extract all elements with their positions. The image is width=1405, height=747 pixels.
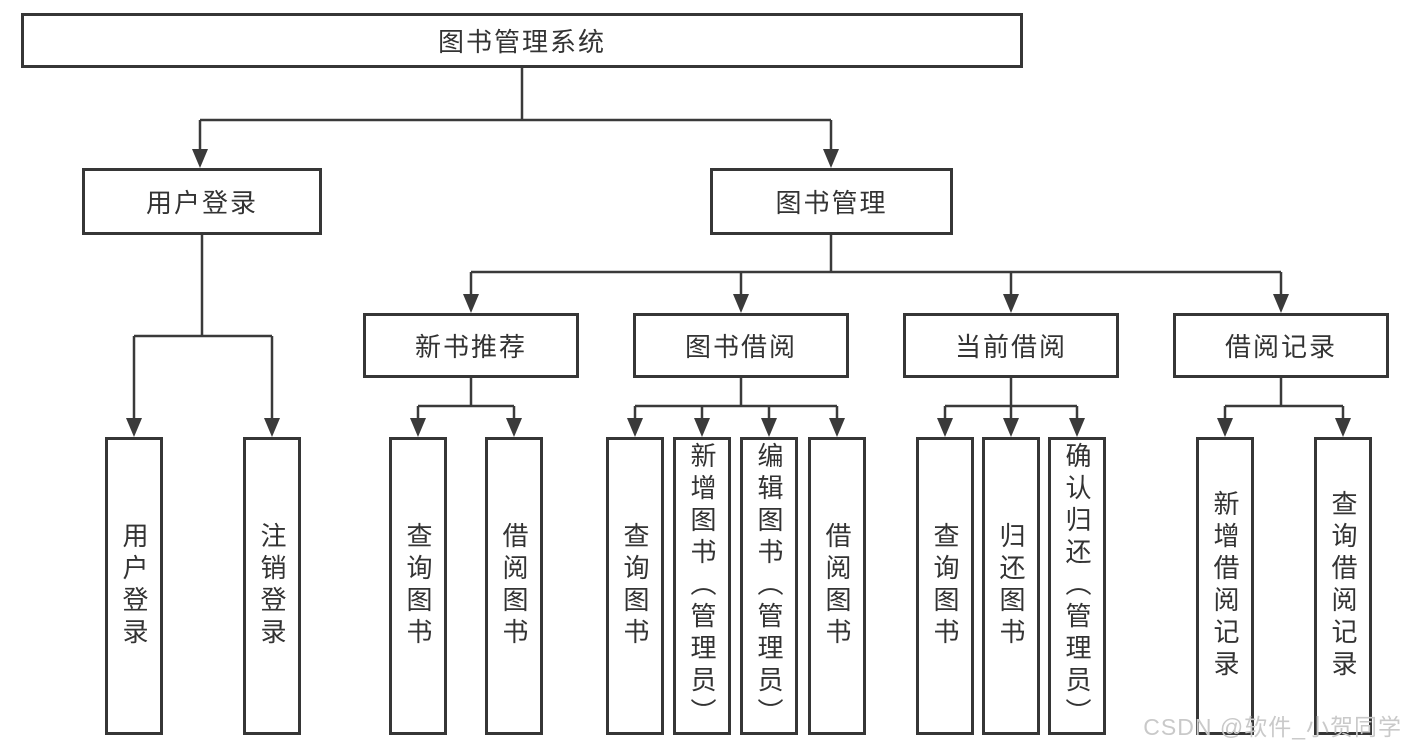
leaf-query-books-borrowing-label: 查询图书 (620, 522, 650, 650)
connector-new-book-recommendation-split (410, 378, 522, 437)
leaf-logout-label: 注销登录 (257, 522, 287, 650)
leaf-edit-books-admin: 编辑图书（管理员） (740, 437, 798, 735)
leaf-query-borrow-record-label: 查询借阅记录 (1328, 490, 1358, 682)
node-book-management-system: 图书管理系统 (21, 13, 1023, 68)
leaf-query-books-recommendation: 查询图书 (389, 437, 447, 735)
leaf-borrow-books-label: 借阅图书 (822, 522, 852, 650)
csdn-watermark: CSDN @软件_小贺同学 (1143, 714, 1402, 740)
node-current-borrowing: 当前借阅 (903, 313, 1119, 378)
leaf-add-borrow-record-label: 新增借阅记录 (1210, 490, 1240, 682)
leaf-borrow-books-recommendation-label: 借阅图书 (499, 522, 529, 650)
node-user-login: 用户登录 (82, 168, 322, 235)
connector-user-login-split (126, 235, 280, 437)
leaf-borrow-books: 借阅图书 (808, 437, 866, 735)
leaf-query-books-current-label: 查询图书 (930, 522, 960, 650)
leaf-user-login-label: 用户登录 (119, 522, 149, 650)
leaf-confirm-return-admin: 确认归还（管理员） (1048, 437, 1106, 735)
leaf-query-books-current: 查询图书 (916, 437, 974, 735)
leaf-user-login: 用户登录 (105, 437, 163, 735)
connector-book-management-split (463, 235, 1289, 313)
node-borrowing-records: 借阅记录 (1173, 313, 1389, 378)
leaf-add-books-admin: 新增图书（管理员） (673, 437, 731, 735)
leaf-confirm-return-admin-label: 确认归还（管理员） (1062, 442, 1092, 730)
leaf-query-borrow-record: 查询借阅记录 (1314, 437, 1372, 735)
leaf-query-books-borrowing: 查询图书 (606, 437, 664, 735)
leaf-return-books: 归还图书 (982, 437, 1040, 735)
connector-borrowing-records-split (1217, 378, 1351, 437)
node-book-borrowing: 图书借阅 (633, 313, 849, 378)
connector-current-borrowing-split (937, 378, 1085, 437)
leaf-add-borrow-record: 新增借阅记录 (1196, 437, 1254, 735)
node-new-book-recommendation: 新书推荐 (363, 313, 579, 378)
leaf-borrow-books-recommendation: 借阅图书 (485, 437, 543, 735)
leaf-edit-books-admin-label: 编辑图书（管理员） (754, 442, 784, 730)
connector-root-split (192, 68, 839, 168)
leaf-logout: 注销登录 (243, 437, 301, 735)
leaf-query-books-recommendation-label: 查询图书 (403, 522, 433, 650)
node-book-management: 图书管理 (710, 168, 953, 235)
leaf-add-books-admin-label: 新增图书（管理员） (687, 442, 717, 730)
leaf-return-books-label: 归还图书 (996, 522, 1026, 650)
connector-book-borrowing-split (627, 378, 845, 437)
